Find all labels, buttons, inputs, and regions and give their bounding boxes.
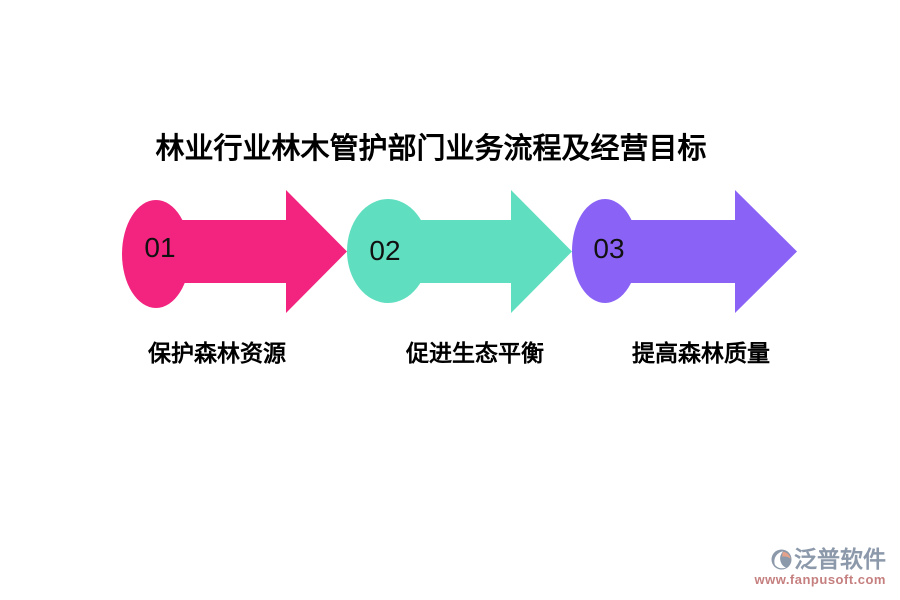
arrow-head-3 (735, 190, 797, 313)
step-label-1: 保护森林资源 (148, 340, 286, 366)
process-step-shape-1: 01 (122, 190, 347, 313)
arrow-head-2 (511, 190, 572, 313)
arrow-shaft-3 (605, 220, 736, 283)
arrow-shaft-2 (388, 220, 512, 283)
process-step-shape-3: 03 (572, 190, 797, 313)
step-label-3: 提高森林质量 (632, 340, 770, 366)
fanpu-logo-icon (771, 549, 792, 570)
brand-name: 泛普软件 (794, 546, 886, 572)
step-number-1: 01 (144, 232, 175, 263)
step-label-2: 促进生态平衡 (406, 340, 544, 366)
brand-url: www.fanpusoft.com (754, 572, 886, 588)
brand-watermark: 泛普软件 www.fanpusoft.com (754, 546, 886, 588)
process-step-shape-2: 02 (347, 190, 572, 313)
arrow-shaft-1 (156, 220, 287, 283)
step-number-3: 03 (593, 233, 624, 264)
diagram-title: 林业行业林木管护部门业务流程及经营目标 (155, 133, 707, 165)
step-number-2: 02 (369, 235, 400, 266)
arrow-head-1 (286, 190, 347, 313)
